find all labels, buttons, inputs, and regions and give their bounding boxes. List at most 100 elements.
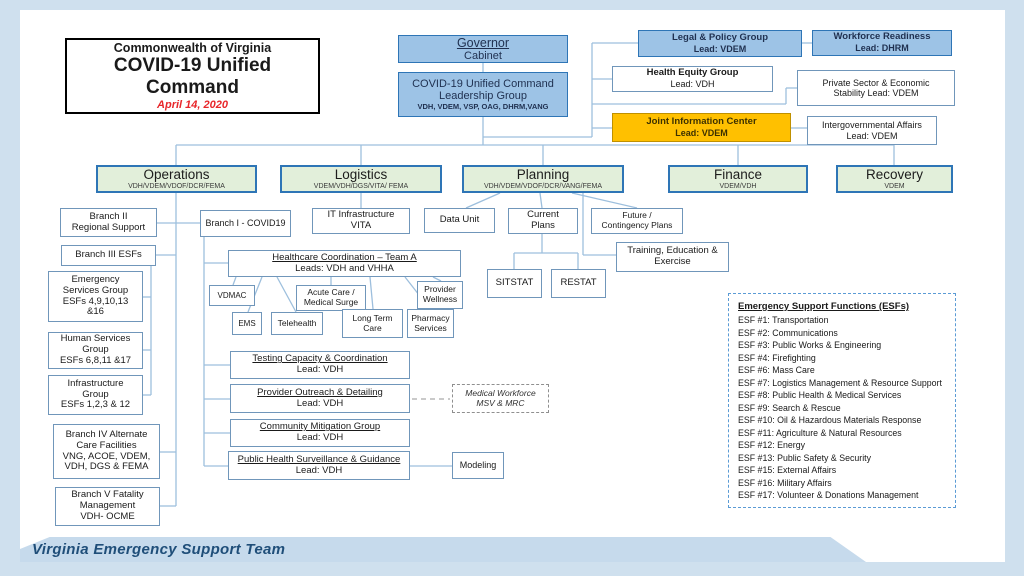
current-plans-line2: Plans xyxy=(531,220,555,231)
node-intergovernmental: Intergovernmental Affairs Lead: VDEM xyxy=(807,116,937,145)
branch3-title: Branch III ESFs xyxy=(75,249,142,261)
org-name: Commonwealth of Virginia xyxy=(113,40,272,55)
esg-line3: ESFs 4,9,10,13 xyxy=(62,295,129,307)
node-vdmac: VDMAC xyxy=(209,285,255,306)
training-line2: Exercise xyxy=(654,256,691,267)
node-workforce-lead: Lead: DHRM xyxy=(855,43,909,54)
node-section-operations: Operations VDH/VDEM/VDOF/DCR/FEMA xyxy=(96,165,257,193)
sitstat-title: SITSTAT xyxy=(495,277,534,289)
section-operations-title: Operations xyxy=(143,167,210,183)
healthcare-title: Healthcare Coordination – Team A xyxy=(272,251,417,263)
future-plans-line2: Contingency Plans xyxy=(601,220,673,230)
footer-band: Virginia Emergency Support Team xyxy=(20,537,866,562)
node-section-logistics: Logistics VDEM/VDH/DGS/VITA/ FEMA xyxy=(280,165,442,193)
esf-panel-title: Emergency Support Functions (ESFs) xyxy=(738,301,910,312)
node-private-sector-line2: Stability Lead: VDEM xyxy=(833,88,919,98)
testing-sub: Lead: VDH xyxy=(296,364,344,375)
node-pharmacy-services: Pharmacy Services xyxy=(407,309,454,338)
section-logistics-title: Logistics xyxy=(334,167,388,183)
node-leadership-group: COVID-19 Unified Command Leadership Grou… xyxy=(398,72,568,117)
esf-list-item: ESF #7: Logistics Management & Resource … xyxy=(738,377,942,388)
node-long-term-care: Long Term Care xyxy=(342,309,403,338)
node-governor-sub: Cabinet xyxy=(464,49,502,62)
it-line2: VITA xyxy=(350,220,372,231)
node-title-box: Commonwealth of Virginia COVID-19 Unifie… xyxy=(65,38,320,114)
esf-list-item: ESF #13: Public Safety & Security xyxy=(738,452,871,463)
future-plans-line1: Future / xyxy=(622,210,652,221)
node-medical-workforce: Medical Workforce MSV & MRC xyxy=(452,384,549,413)
hsg-line3: ESFs 6,8,11 &17 xyxy=(59,354,132,366)
node-ems: EMS xyxy=(232,312,262,335)
acute-line1: Acute Care / xyxy=(307,287,355,298)
node-legal-title: Legal & Policy Group xyxy=(671,31,769,43)
ltc-line2: Care xyxy=(363,322,382,333)
esg-line4: &16 xyxy=(87,306,104,318)
node-branch3: Branch III ESFs xyxy=(61,245,156,266)
node-sitstat: SITSTAT xyxy=(487,269,542,298)
node-joint-information-center: Joint Information Center Lead: VDEM xyxy=(612,113,791,142)
hsg-line2: Group xyxy=(82,344,109,356)
branch4-line1: Branch IV Alternate xyxy=(65,428,148,440)
surveillance-title: Public Health Surveillance & Guidance xyxy=(237,453,401,465)
community-title: Community Mitigation Group xyxy=(259,421,381,433)
medwf-line2: MSV & MRC xyxy=(476,397,525,408)
node-provider-outreach: Provider Outreach & Detailing Lead: VDH xyxy=(230,384,410,413)
testing-title: Testing Capacity & Coordination xyxy=(252,353,388,365)
vdmac-title: VDMAC xyxy=(217,290,247,300)
node-jic-title: Joint Information Center xyxy=(646,115,757,127)
community-sub: Lead: VDH xyxy=(296,432,344,443)
node-infrastructure-group: Infrastructure Group ESFs 1,2,3 & 12 xyxy=(48,375,143,415)
node-leadership-line2: Leadership Group xyxy=(438,90,528,103)
section-recovery-title: Recovery xyxy=(865,167,924,183)
node-training-education-exercise: Training, Education & Exercise xyxy=(616,242,729,272)
page-title: COVID-19 Unified Command xyxy=(113,55,272,98)
node-current-plans: Current Plans xyxy=(508,208,578,234)
node-healthcare-coordination: Healthcare Coordination – Team A Leads: … xyxy=(228,250,461,277)
it-line1: IT Infrastructure xyxy=(327,209,395,221)
esf-list-item: ESF #1: Transportation xyxy=(738,315,829,325)
pw-line2: Wellness xyxy=(422,294,458,304)
outreach-sub: Lead: VDH xyxy=(296,397,344,409)
acute-line2: Medical Surge xyxy=(303,297,359,307)
node-public-health-surveillance: Public Health Surveillance & Guidance Le… xyxy=(228,451,410,480)
esg-line2: Services Group xyxy=(62,284,129,296)
footer-text: Virginia Emergency Support Team xyxy=(32,541,286,558)
node-modeling: Modeling xyxy=(452,452,504,479)
esf-list-item: ESF #17: Volunteer & Donations Managemen… xyxy=(738,490,919,500)
node-health-equity-title: Health Equity Group xyxy=(646,67,739,79)
branch1-title: Branch I - COVID19 xyxy=(205,218,286,229)
node-it-infrastructure: IT Infrastructure VITA xyxy=(312,208,410,234)
outreach-title: Provider Outreach & Detailing xyxy=(257,386,383,398)
esf-list-item: ESF #16: Military Affairs xyxy=(738,477,832,488)
node-community-mitigation: Community Mitigation Group Lead: VDH xyxy=(230,419,410,447)
surveillance-sub: Lead: VDH xyxy=(295,464,343,476)
node-intergov-title: Intergovernmental Affairs xyxy=(822,120,922,131)
branch4-line2: Care Facilities xyxy=(76,439,137,451)
section-logistics-agencies: VDEM/VDH/DGS/VITA/ FEMA xyxy=(313,182,409,190)
branch5-line1: Branch V Fatality xyxy=(71,489,144,501)
node-branch5: Branch V Fatality Management VDH- OCME xyxy=(55,487,160,526)
esf-panel: Emergency Support Functions (ESFs) ESF #… xyxy=(728,293,956,508)
node-workforce-readiness: Workforce Readiness Lead: DHRM xyxy=(812,30,952,56)
branch4-line4: VDH, DGS & FEMA xyxy=(64,461,149,473)
infra-line3: ESFs 1,2,3 & 12 xyxy=(60,399,131,411)
pharmacy-line2: Services xyxy=(414,322,447,333)
node-section-planning: Planning VDH/VDEM/VDOF/DCR/VANG/FEMA xyxy=(462,165,624,193)
node-provider-wellness: Provider Wellness xyxy=(417,281,463,309)
node-legal-lead: Lead: VDEM xyxy=(693,43,747,54)
branch5-line3: VDH- OCME xyxy=(80,510,135,522)
esf-list-item: ESF #6: Mass Care xyxy=(738,365,815,375)
esf-list-item: ESF #15: External Affairs xyxy=(738,465,837,475)
node-telehealth: Telehealth xyxy=(271,312,323,335)
section-recovery-agencies: VDEM xyxy=(884,182,905,190)
node-leadership-agencies: VDH, VDEM, VSP, OAG, DHRM,VANG xyxy=(417,101,549,111)
node-section-recovery: Recovery VDEM xyxy=(836,165,953,193)
node-governor: Governor Cabinet xyxy=(398,35,568,63)
esf-list-item: ESF #9: Search & Rescue xyxy=(738,402,841,413)
node-legal-policy: Legal & Policy Group Lead: VDEM xyxy=(638,30,802,57)
restat-title: RESTAT xyxy=(560,277,597,289)
node-leadership-line1: COVID-19 Unified Command xyxy=(412,77,554,90)
